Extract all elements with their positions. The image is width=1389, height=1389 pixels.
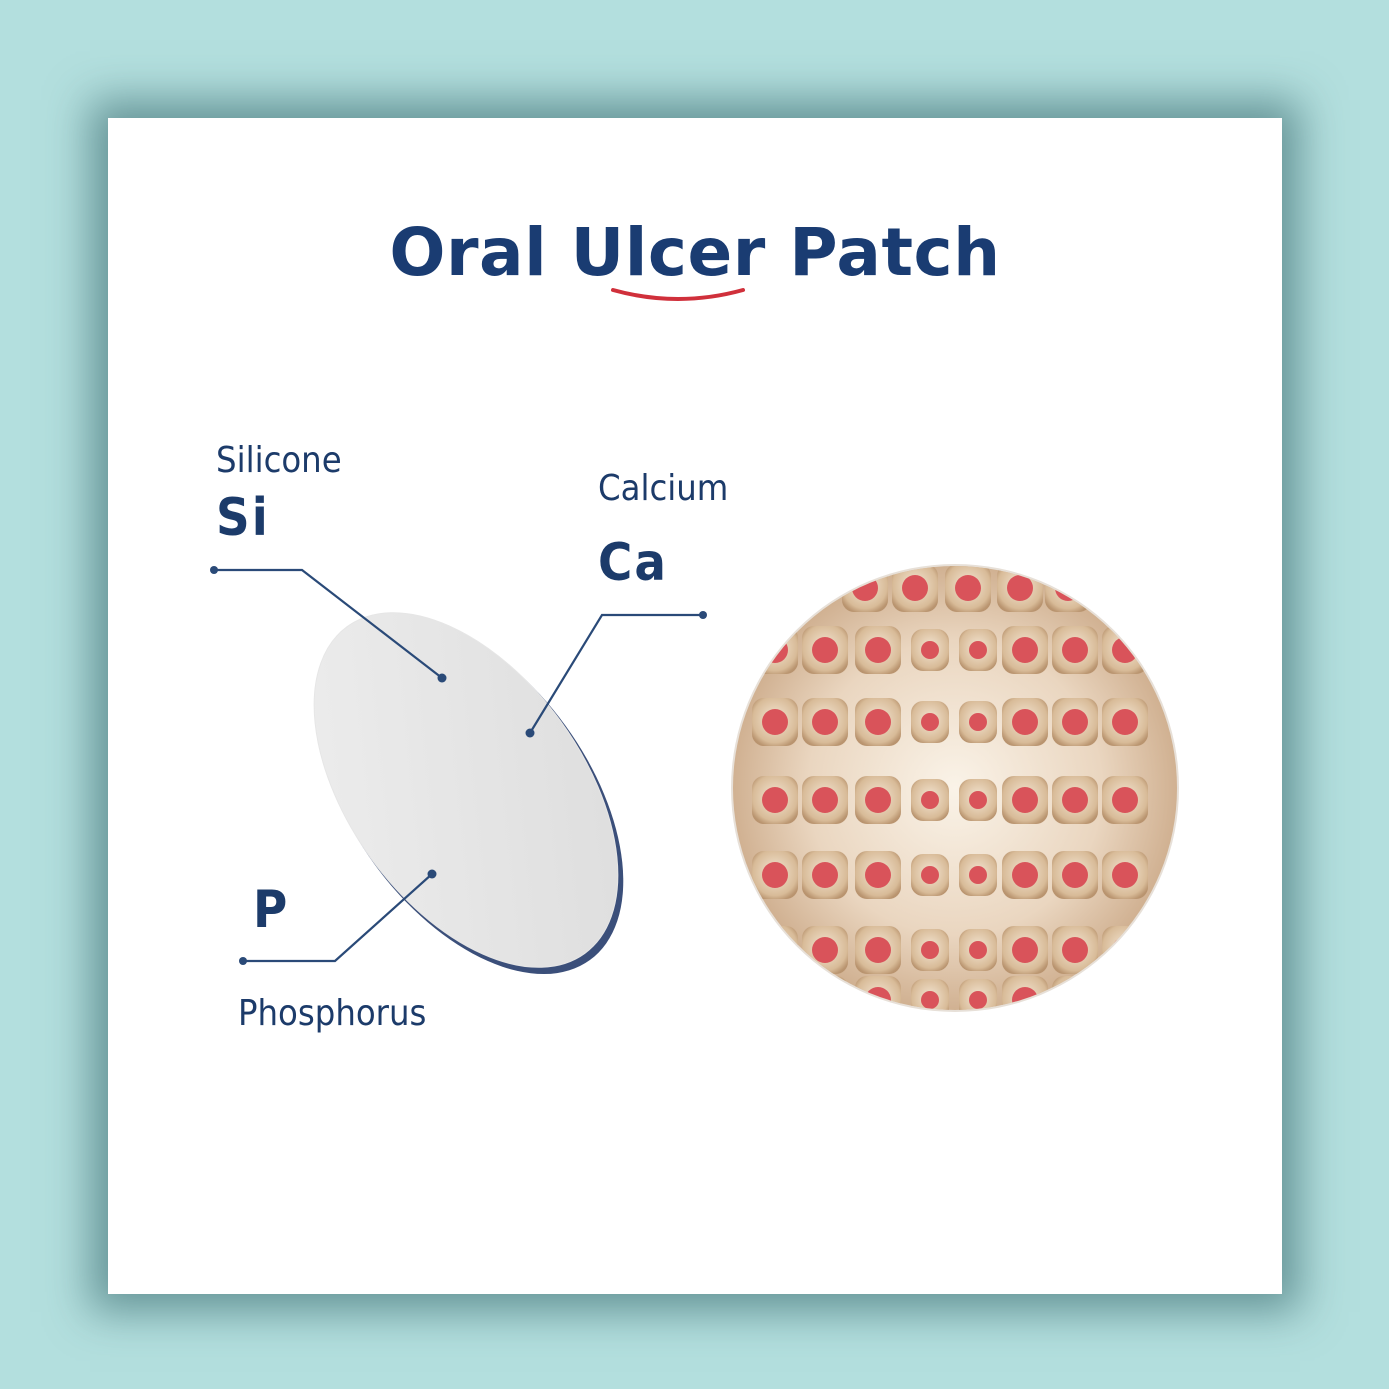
tissue-cell — [1142, 566, 1177, 612]
cell-nucleus — [1112, 637, 1138, 663]
leader-line-ca — [529, 613, 703, 734]
leader-dot — [525, 728, 535, 738]
leader-dot — [427, 869, 437, 879]
cell-nucleus — [812, 862, 838, 888]
tissue-cell — [855, 976, 901, 1010]
cell-nucleus — [902, 575, 928, 601]
cell-nucleus — [1012, 709, 1038, 735]
symbol-ca: Ca — [598, 533, 668, 593]
cell-nucleus — [762, 637, 788, 663]
cell-nucleus — [1012, 787, 1038, 813]
cell-nucleus — [1112, 787, 1138, 813]
cell-nucleus — [762, 987, 788, 1010]
cell-nucleus — [1062, 937, 1088, 963]
title-smile-accent — [611, 288, 745, 301]
cell-nucleus — [969, 713, 987, 731]
cell-nucleus — [921, 991, 939, 1009]
cell-nucleus — [865, 862, 891, 888]
cell-nucleus — [865, 937, 891, 963]
cell-nucleus — [812, 637, 838, 663]
leader-dot — [699, 611, 707, 619]
label-phosphorus: Phosphorus — [238, 993, 427, 1034]
symbol-si: Si — [216, 488, 270, 548]
cell-nucleus — [969, 866, 987, 884]
cell-nucleus — [1202, 575, 1228, 601]
tissue-cell — [802, 976, 848, 1010]
cell-nucleus — [812, 787, 838, 813]
cell-nucleus — [1062, 709, 1088, 735]
cell-tissue-magnifier — [731, 564, 1238, 1012]
patch-disc — [313, 612, 624, 975]
cell-nucleus — [865, 787, 891, 813]
cell-nucleus — [865, 709, 891, 735]
cell-nucleus — [762, 709, 788, 735]
tissue-cell — [1192, 564, 1238, 612]
tissue-cell — [752, 976, 798, 1010]
leader-dot — [239, 957, 247, 965]
cell-nucleus — [1112, 987, 1138, 1010]
cell-nucleus — [969, 641, 987, 659]
cell-nucleus — [921, 941, 939, 959]
cell-nucleus — [1112, 862, 1138, 888]
cell-nucleus — [921, 713, 939, 731]
tissue-cell — [1102, 976, 1148, 1010]
label-calcium: Calcium — [598, 468, 729, 509]
page-title: Oral Ulcer Patch — [389, 214, 1001, 291]
cell-nucleus — [921, 791, 939, 809]
cell-nucleus — [1062, 987, 1088, 1010]
cell-nucleus — [1007, 575, 1033, 601]
cell-nucleus — [762, 862, 788, 888]
cell-nucleus — [969, 791, 987, 809]
leader-line-si — [214, 568, 443, 679]
cell-nucleus — [1055, 575, 1081, 601]
symbol-p: P — [253, 880, 290, 940]
cell-nucleus — [969, 991, 987, 1009]
leader-lines — [214, 568, 703, 963]
cell-nucleus — [1062, 637, 1088, 663]
cell-nucleus — [762, 937, 788, 963]
cell-nucleus — [1012, 637, 1038, 663]
leader-dot — [437, 673, 447, 683]
cell-nucleus — [1152, 575, 1177, 601]
leader-dot — [210, 566, 218, 574]
cell-nucleus — [1012, 937, 1038, 963]
cell-nucleus — [955, 575, 981, 601]
tissue-cell — [752, 626, 798, 674]
cell-nucleus — [1062, 862, 1088, 888]
cell-nucleus — [1102, 575, 1128, 601]
cell-nucleus — [762, 787, 788, 813]
leader-line-p — [243, 873, 433, 963]
tissue-cell — [1092, 566, 1138, 612]
tissue-cell — [1052, 976, 1098, 1010]
cell-nucleus — [1112, 709, 1138, 735]
cell-nucleus — [812, 709, 838, 735]
cell-nucleus — [921, 866, 939, 884]
cell-nucleus — [1062, 787, 1088, 813]
cell-nucleus — [969, 941, 987, 959]
cell-nucleus — [865, 637, 891, 663]
label-silicone: Silicone — [216, 440, 342, 481]
cell-nucleus — [812, 937, 838, 963]
cell-nucleus — [921, 641, 939, 659]
cell-nucleus — [1112, 937, 1138, 963]
cell-nucleus — [1012, 862, 1038, 888]
tissue-cell — [752, 926, 798, 974]
cell-nucleus — [812, 987, 838, 1010]
